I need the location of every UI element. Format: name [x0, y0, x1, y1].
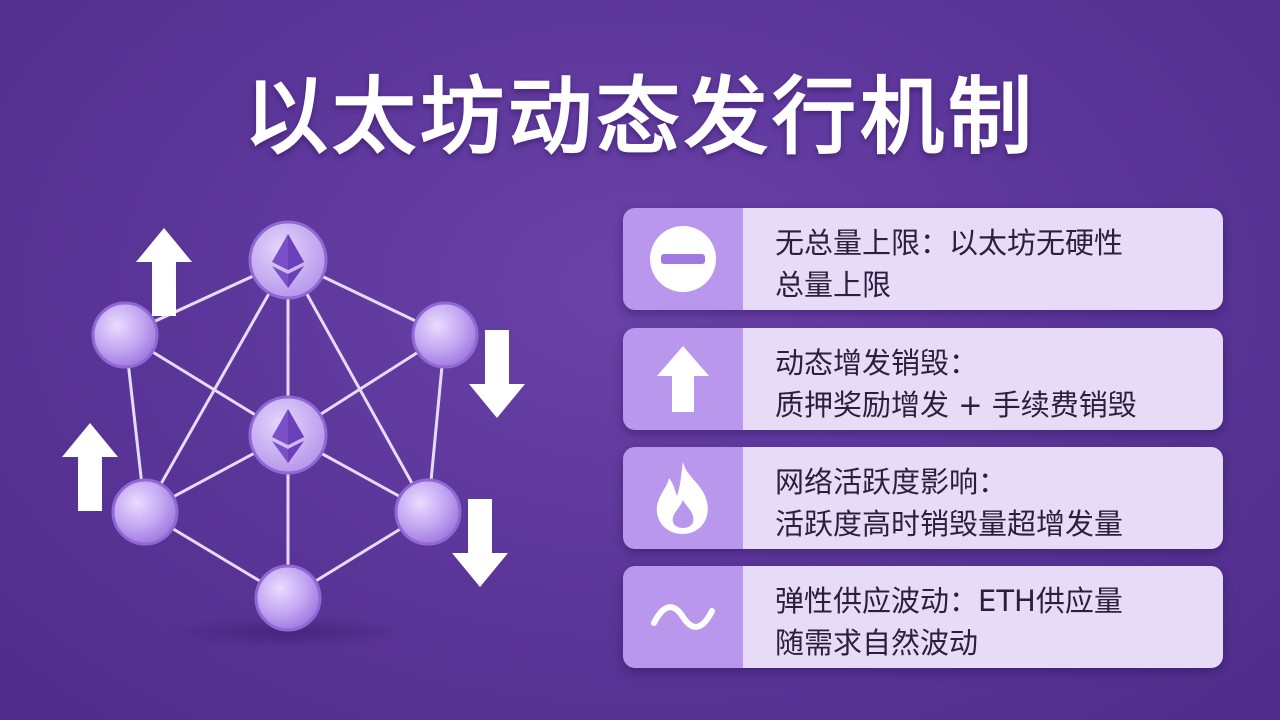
node-right-lower [394, 478, 462, 546]
arrow-up-icon [62, 423, 118, 511]
ethereum-node-top [248, 220, 328, 300]
card-elastic-supply: 弹性供应波动：ETH供应量 随需求自然波动 [623, 566, 1223, 668]
card-elastic-supply-line2: 随需求自然波动 [775, 626, 979, 660]
arrow-up-icon [136, 228, 192, 316]
arrow-down-icon [469, 330, 525, 418]
card-issuance-burn: 动态增发销毁： 质押奖励增发 + 手续费销毁 [623, 328, 1223, 430]
ethereum-icon [272, 409, 304, 463]
ethereum-network-diagram [62, 220, 525, 648]
card-issuance-burn-line2: 质押奖励增发 + 手续费销毁 [775, 388, 1137, 422]
node-left-upper [91, 301, 159, 369]
card-elastic-supply-line1: 弹性供应波动：ETH供应量 [775, 584, 1123, 618]
minus-circle-icon [650, 226, 716, 292]
network-nodes [91, 301, 479, 632]
arrow-down-icon [452, 499, 508, 587]
wave-icon [651, 604, 715, 630]
node-bottom [254, 564, 322, 632]
ethereum-node-center [248, 395, 328, 475]
card-no-cap: 无总量上限：以太坊无硬性 总量上限 [623, 208, 1223, 310]
ethereum-icon [272, 234, 304, 288]
card-issuance-burn-line1: 动态增发销毁： [775, 346, 979, 380]
flame-icon [656, 462, 708, 534]
card-network-activity-line2: 活跃度高时销毁量超增发量 [775, 507, 1124, 541]
node-left-lower [111, 478, 179, 546]
node-right-upper [411, 301, 479, 369]
arrow-up-icon [657, 346, 709, 412]
ground-shadow [168, 616, 408, 648]
card-network-activity-line1: 网络活跃度影响： [775, 465, 1008, 499]
card-network-activity: 网络活跃度影响： 活跃度高时销毁量超增发量 [623, 447, 1223, 549]
card-no-cap-line1: 无总量上限：以太坊无硬性 [775, 226, 1124, 260]
card-no-cap-line2: 总量上限 [775, 268, 892, 302]
page-title: 以太坊动态发行机制 [243, 68, 1036, 166]
supply-arrows [62, 228, 525, 587]
